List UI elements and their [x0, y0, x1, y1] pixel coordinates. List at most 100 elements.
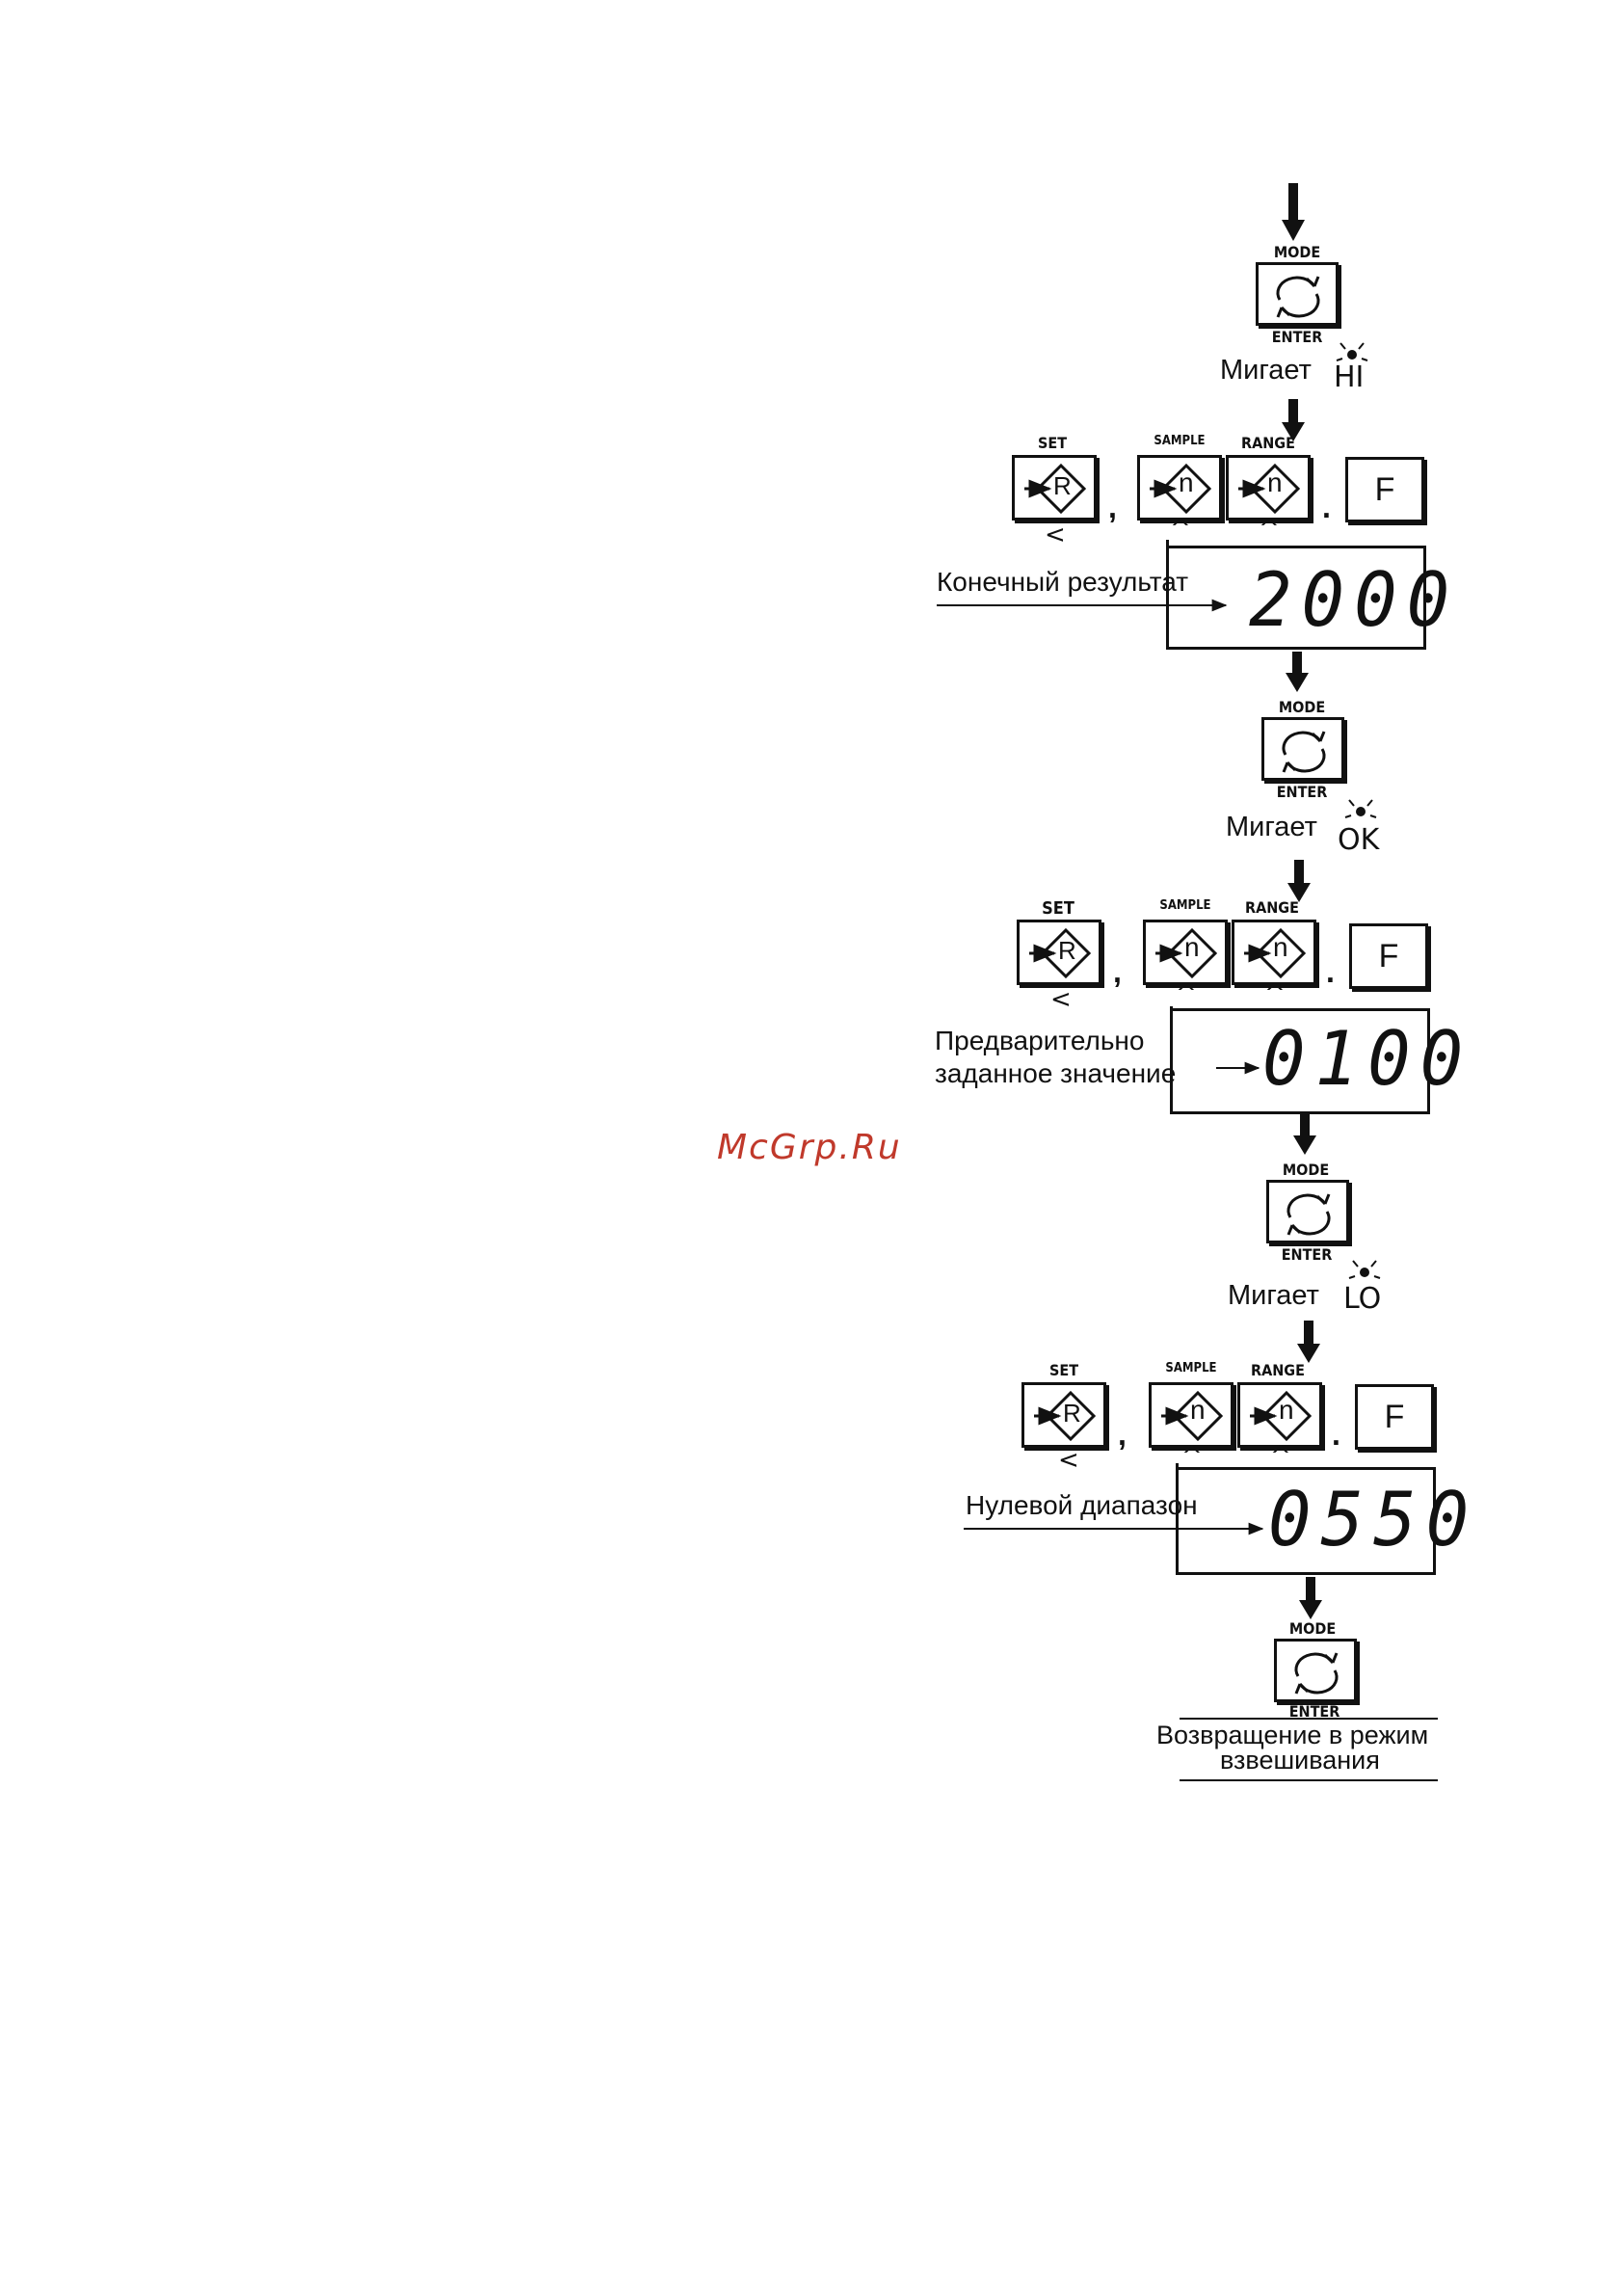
mode-enter-button[interactable] [1266, 1180, 1349, 1243]
left-caret-icon: < [1045, 521, 1066, 549]
up-caret-icon: ^ [1259, 515, 1280, 544]
n-glyph: n [1190, 1395, 1206, 1425]
up-caret-icon: ^ [1181, 1442, 1203, 1471]
mode-label: MODE [1288, 1619, 1337, 1638]
separator: , [1108, 490, 1117, 524]
display-panel [1168, 546, 1426, 650]
blink-light-icon [1344, 799, 1377, 818]
r-glyph: R [1053, 471, 1072, 500]
n-glyph: n [1184, 932, 1200, 962]
down-arrow-icon [1297, 1321, 1320, 1363]
mode-label: MODE [1282, 1161, 1330, 1179]
set-button[interactable]: R [1012, 455, 1097, 521]
display-bracket [1166, 540, 1169, 650]
separator: . [1332, 1417, 1340, 1452]
final-line2: взвешивания [1220, 1746, 1380, 1775]
up-caret-icon: ^ [1176, 979, 1197, 1008]
cycle-icon [1294, 1652, 1339, 1695]
down-arrow-icon [1299, 1577, 1322, 1619]
diamond-n-icon [1155, 927, 1218, 979]
range-button[interactable]: n [1237, 1382, 1322, 1448]
diamond-n-icon [1150, 463, 1212, 515]
separator: . [1326, 954, 1335, 989]
final-bracket [1180, 1718, 1438, 1781]
up-caret-icon: ^ [1270, 1442, 1291, 1471]
n-glyph: n [1267, 467, 1283, 497]
cycle-icon [1276, 276, 1320, 318]
n-glyph: n [1273, 932, 1288, 962]
n-glyph: n [1279, 1395, 1294, 1425]
display-bracket [1170, 1006, 1173, 1114]
r-glyph: R [1063, 1399, 1081, 1428]
caption-arrow [937, 599, 1228, 612]
f-button[interactable]: F [1349, 923, 1428, 989]
separator: , [1118, 1417, 1127, 1452]
display-value: 0100 [1262, 1015, 1473, 1104]
mode-enter-button[interactable] [1261, 717, 1344, 781]
range-label: RANGE [1241, 434, 1295, 452]
left-caret-icon: < [1050, 985, 1072, 1014]
down-arrow-icon [1287, 860, 1311, 902]
up-caret-icon: ^ [1170, 515, 1191, 544]
set-label: SET [1037, 434, 1068, 452]
cycle-icon [1286, 1193, 1331, 1236]
separator: . [1322, 490, 1331, 524]
blink-light-icon [1336, 342, 1368, 361]
watermark: McGrp.Ru [717, 1128, 902, 1167]
mode-label: MODE [1278, 698, 1326, 716]
diamond-r-icon [1034, 1390, 1097, 1442]
f-label: F [1374, 471, 1395, 508]
enter-label: ENTER [1288, 1702, 1340, 1721]
caption-arrow [1216, 1061, 1260, 1075]
mode-enter-button[interactable] [1274, 1639, 1357, 1702]
caption-arrow [964, 1522, 1264, 1535]
sample-button[interactable]: n [1143, 920, 1228, 985]
sample-button[interactable]: n [1137, 455, 1222, 521]
display-caption: Конечный результат [937, 567, 1189, 597]
up-caret-icon: ^ [1264, 979, 1286, 1008]
n-glyph: n [1179, 467, 1194, 497]
set-label: SET [1048, 1361, 1079, 1379]
diamond-n-icon [1250, 1390, 1313, 1442]
mode-label: MODE [1273, 243, 1321, 261]
down-arrow-icon [1293, 1114, 1316, 1155]
range-label: RANGE [1245, 898, 1299, 917]
display-caption: Нулевой диапазон [966, 1490, 1198, 1520]
blink-code: HI [1334, 360, 1365, 394]
f-label: F [1378, 938, 1399, 974]
sample-button[interactable]: n [1149, 1382, 1233, 1448]
enter-label: ENTER [1276, 783, 1328, 801]
down-arrow-icon [1286, 652, 1309, 692]
display-caption-line2: заданное значение [935, 1058, 1177, 1088]
diamond-r-icon [1024, 463, 1087, 515]
mode-enter-button[interactable] [1256, 262, 1339, 326]
diamond-n-icon [1161, 1390, 1224, 1442]
range-button[interactable]: n [1232, 920, 1316, 985]
down-arrow-icon [1282, 183, 1305, 241]
sample-label: SAMPLE [1154, 434, 1206, 448]
down-arrow-icon [1282, 399, 1305, 441]
separator: , [1113, 954, 1122, 989]
f-button[interactable]: F [1355, 1384, 1434, 1450]
r-glyph: R [1058, 936, 1076, 965]
set-label: SET [1042, 898, 1074, 919]
blink-label: Мигает [1226, 812, 1317, 842]
display-bracket [1176, 1463, 1179, 1575]
blink-code: LO [1343, 1282, 1382, 1316]
enter-label: ENTER [1271, 328, 1323, 346]
set-button[interactable]: R [1017, 920, 1101, 985]
range-button[interactable]: n [1226, 455, 1311, 521]
range-label: RANGE [1251, 1361, 1305, 1379]
blink-light-icon [1348, 1260, 1381, 1279]
f-label: F [1384, 1399, 1405, 1435]
blink-label: Мигает [1220, 355, 1312, 386]
diamond-n-icon [1238, 463, 1301, 515]
sample-label: SAMPLE [1159, 898, 1211, 913]
f-button[interactable]: F [1345, 457, 1424, 522]
blink-label: Мигает [1228, 1280, 1319, 1311]
display-value: 0550 [1268, 1476, 1479, 1564]
set-button[interactable]: R [1021, 1382, 1106, 1448]
sample-label: SAMPLE [1165, 1361, 1217, 1375]
diamond-n-icon [1244, 927, 1307, 979]
enter-label: ENTER [1281, 1245, 1333, 1264]
